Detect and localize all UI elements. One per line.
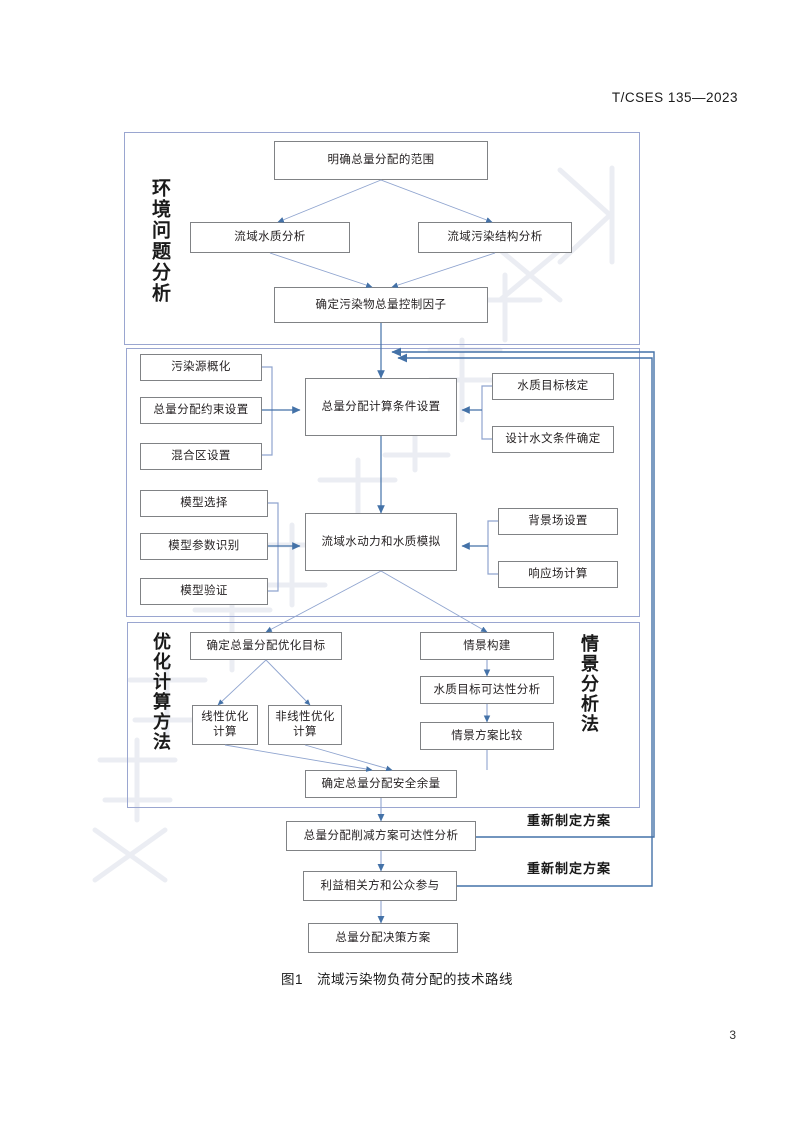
section-label-environment: 环境问题分析: [149, 178, 170, 304]
node-scenario-build: 情景构建: [420, 632, 554, 660]
node-control-factor: 确定污染物总量控制因子: [274, 287, 488, 323]
figure-caption: 图1 流域污染物负荷分配的技术路线: [0, 968, 794, 988]
node-model-validation: 模型验证: [140, 578, 268, 605]
node-hydrodynamic-sim: 流域水动力和水质模拟: [305, 513, 457, 571]
node-calc-condition: 总量分配计算条件设置: [305, 378, 457, 436]
node-nonlinear-optimization-line1: 非线性优化: [275, 711, 335, 724]
node-nonlinear-optimization: 非线性优化 计算: [268, 705, 342, 745]
node-safety-margin: 确定总量分配安全余量: [305, 770, 457, 798]
node-water-quality-analysis: 流域水质分析: [190, 222, 350, 253]
figure-caption-label: 图1: [280, 972, 303, 987]
node-nonlinear-optimization-line2: 计算: [293, 726, 317, 738]
page-number: 3: [729, 1028, 736, 1042]
node-decision-plan: 总量分配决策方案: [308, 923, 458, 953]
node-linear-optimization-line1: 线性优化: [201, 711, 249, 724]
feedback-label-upper: 重新制定方案: [527, 813, 612, 828]
figure-caption-text: 流域污染物负荷分配的技术路线: [317, 972, 513, 987]
node-scenario-compare: 情景方案比较: [420, 722, 554, 750]
feedback-label-lower: 重新制定方案: [527, 861, 612, 876]
node-scope: 明确总量分配的范围: [274, 141, 488, 180]
node-stakeholder-participation: 利益相关方和公众参与: [303, 871, 457, 901]
node-model-selection: 模型选择: [140, 490, 268, 517]
node-response-field: 响应场计算: [498, 561, 618, 588]
node-linear-optimization: 线性优化 计算: [192, 705, 258, 745]
section-label-optimization: 优化计算方法: [151, 632, 171, 752]
node-allocation-constraint: 总量分配约束设置: [140, 397, 262, 424]
node-wq-attainability: 水质目标可达性分析: [420, 676, 554, 704]
node-pollution-structure-analysis: 流域污染结构分析: [418, 222, 572, 253]
node-reduction-attainability: 总量分配削减方案可达性分析: [286, 821, 476, 851]
node-hydro-condition: 设计水文条件确定: [492, 426, 614, 453]
section-label-scenario: 情景分析法: [579, 634, 599, 734]
panel-environment-analysis: [124, 132, 640, 345]
node-source-generalization: 污染源概化: [140, 354, 262, 381]
standard-code-header: T/CSES 135—2023: [611, 90, 738, 105]
node-linear-optimization-line2: 计算: [213, 726, 237, 738]
node-mixing-zone: 混合区设置: [140, 443, 262, 470]
node-wq-target-check: 水质目标核定: [492, 373, 614, 400]
node-background-field: 背景场设置: [498, 508, 618, 535]
node-model-param: 模型参数识别: [140, 533, 268, 560]
node-optimize-target: 确定总量分配优化目标: [190, 632, 342, 660]
